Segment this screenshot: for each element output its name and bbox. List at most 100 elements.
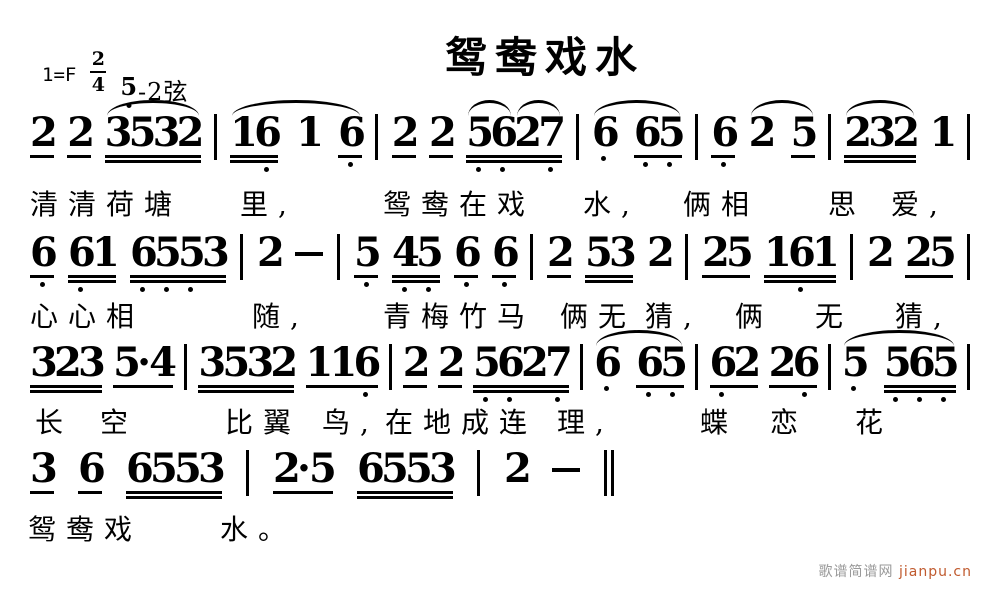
note-digit: 6 — [353, 339, 382, 386]
note-group: 2 — [30, 109, 58, 158]
note-digit: 2 — [748, 109, 777, 156]
lyric-segment: 花 — [855, 406, 894, 439]
beam-underline — [230, 155, 279, 158]
note-group: 6 — [454, 229, 482, 288]
beam-underline — [454, 275, 478, 278]
low-octave-dot — [499, 167, 505, 172]
note-digits: 5·4 — [113, 339, 177, 386]
note-digits: 1 — [296, 109, 324, 156]
fraction-line — [90, 71, 107, 73]
note-digit: 2 — [402, 339, 431, 386]
low-octave-dot — [363, 392, 368, 397]
lyric-segment: 在地成连 — [385, 406, 538, 439]
slur-arc — [750, 100, 813, 116]
octave-dot-cell — [592, 156, 616, 162]
lyric-segment: 空 — [100, 406, 139, 439]
beam-underline — [402, 385, 427, 388]
beam-underline — [711, 155, 736, 158]
note-digit: 6 — [338, 109, 366, 156]
note-digit: 2 — [892, 109, 921, 156]
note-digit: 1 — [92, 229, 120, 276]
note-digit: 2 — [844, 109, 873, 156]
note-digit: 2 — [391, 109, 420, 156]
beam-underline — [492, 275, 516, 278]
note-digits: 6 — [338, 109, 366, 156]
lyric-segment: 鸳鸯在戏 — [383, 188, 536, 221]
octave-dot-cell — [92, 287, 116, 293]
barline — [967, 344, 970, 390]
lyrics-line-3: 长空比翼鸟,在地成连理,蝶恋花 — [0, 401, 1000, 441]
beam-underline — [636, 385, 685, 388]
note-digits: 2·5 — [273, 449, 337, 489]
lyric-segment: 俩 — [735, 300, 774, 333]
beam-underline — [585, 275, 633, 278]
note-digit: 2 — [30, 109, 58, 156]
beam-underline — [30, 491, 54, 494]
site-link[interactable]: jianpu.cn — [898, 564, 972, 580]
lyric-segment: 爱, — [891, 188, 948, 221]
note-digit: 6 — [454, 229, 482, 276]
octave-dot-row — [338, 162, 362, 168]
octave-dot-cell — [330, 392, 354, 398]
lyric-segment: 思 — [828, 188, 867, 221]
octave-dot-row — [842, 386, 866, 392]
note-digit: 3 — [152, 109, 181, 156]
octave-dot-row — [592, 156, 616, 162]
note-digit: 1 — [296, 109, 324, 156]
octave-dot-row — [30, 282, 54, 288]
low-octave-dot — [425, 287, 431, 292]
tuning-note: 5 — [120, 72, 139, 101]
low-octave-dot — [851, 386, 857, 391]
lyric-segment: 俩无 — [560, 300, 637, 333]
note-digit: 4 — [149, 339, 177, 386]
beam-underline — [466, 160, 563, 163]
note-digit: 2 — [270, 339, 299, 386]
note-digit: 3 — [30, 339, 58, 386]
note-group: 5 — [790, 113, 819, 158]
octave-dot-cell — [392, 287, 416, 293]
note-digit: 6 — [30, 229, 58, 276]
time-denominator: 4 — [91, 74, 105, 96]
note-digit: 5 — [405, 445, 433, 492]
octave-dot-cell — [454, 282, 478, 288]
octave-dot-cell — [788, 287, 812, 293]
beam-underline — [883, 390, 956, 393]
note-digit: 5 — [883, 339, 912, 386]
low-octave-dot — [463, 282, 469, 287]
beam-underline — [547, 275, 571, 278]
barline — [388, 344, 392, 390]
note-group: 1 — [930, 113, 958, 153]
note-group: 2 — [391, 109, 420, 158]
note-digit: 2 — [257, 229, 285, 276]
note-digit: 2 — [67, 109, 96, 156]
note-digit: 2 — [768, 339, 797, 386]
beam-underline — [78, 491, 102, 494]
octave-dot-row — [68, 287, 116, 293]
note-digit: 6 — [633, 109, 662, 156]
lyric-segment: 鸳鸯戏 — [28, 513, 143, 546]
note-digit: 6 — [788, 229, 816, 276]
beam-underline — [68, 275, 116, 278]
beam-underline — [473, 385, 569, 388]
octave-dot-cell — [338, 162, 362, 168]
key-signature: 1=F — [42, 64, 77, 86]
note-digit: 6 — [792, 339, 821, 386]
slur-arc — [843, 330, 954, 346]
note-digit: 6 — [709, 339, 738, 386]
low-octave-dot — [77, 287, 83, 292]
footer-watermark: 歌谱简谱网 jianpu.cn — [819, 561, 972, 581]
beam-underline — [466, 155, 563, 158]
barline — [477, 450, 480, 496]
beam-underline — [198, 385, 295, 388]
octave-dot-row — [473, 397, 569, 403]
note-group: 2 — [402, 339, 431, 388]
low-octave-dot — [669, 392, 675, 397]
beam-underline — [126, 496, 222, 499]
beam-underline — [790, 155, 815, 158]
octave-dot-cell — [710, 392, 734, 398]
octave-dot-row — [306, 392, 378, 398]
